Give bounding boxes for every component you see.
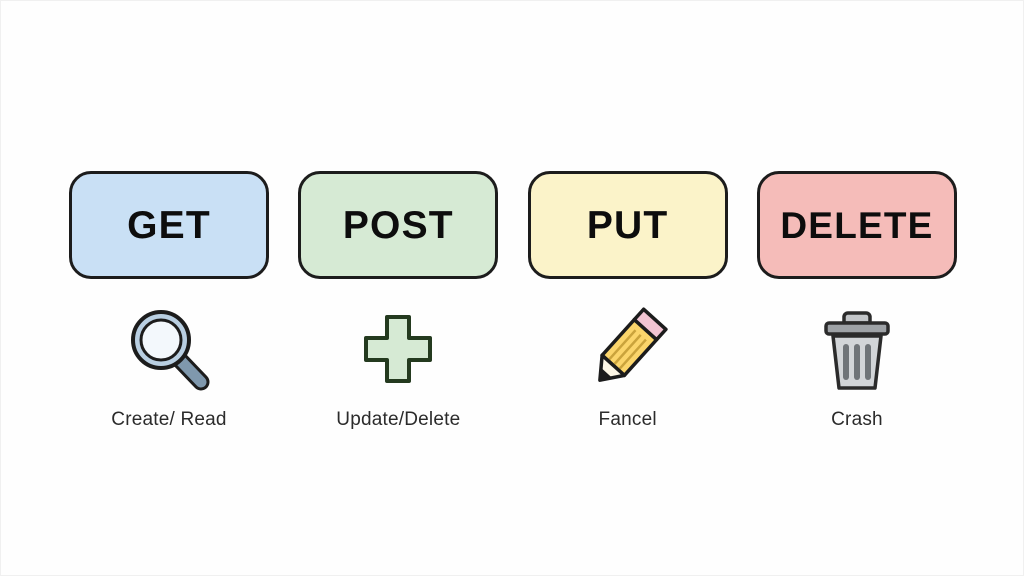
icon-trash-wrap <box>809 303 905 395</box>
http-methods-row: GET Create/ Read POST <box>63 171 963 432</box>
icon-pencil-wrap <box>580 303 676 395</box>
method-box-post[interactable]: POST <box>298 171 499 279</box>
method-column-post: POST Update/Delete <box>292 171 504 432</box>
pencil-icon <box>597 307 668 382</box>
method-box-put[interactable]: PUT <box>527 171 728 279</box>
caption-put: Fancel <box>598 409 657 430</box>
caption-delete: Crash <box>831 409 883 430</box>
method-label-post: POST <box>342 203 454 247</box>
plus-icon <box>364 315 433 383</box>
magnifier-icon <box>131 310 210 391</box>
method-box-delete[interactable]: DELETE <box>756 171 957 279</box>
method-column-get: GET Create/ Read <box>63 171 275 432</box>
method-label-get: GET <box>127 203 211 247</box>
method-column-delete: DELETE Crash <box>751 171 963 432</box>
icon-magnifier-wrap <box>121 303 217 395</box>
method-column-put: PUT <box>522 171 734 432</box>
trash-icon <box>824 311 890 390</box>
icon-plus-wrap <box>350 303 446 395</box>
caption-post: Update/Delete <box>336 409 461 430</box>
caption-get: Create/ Read <box>111 409 227 430</box>
method-label-put: PUT <box>586 203 669 247</box>
method-box-get[interactable]: GET <box>69 171 269 279</box>
method-label-delete: DELETE <box>780 204 934 246</box>
